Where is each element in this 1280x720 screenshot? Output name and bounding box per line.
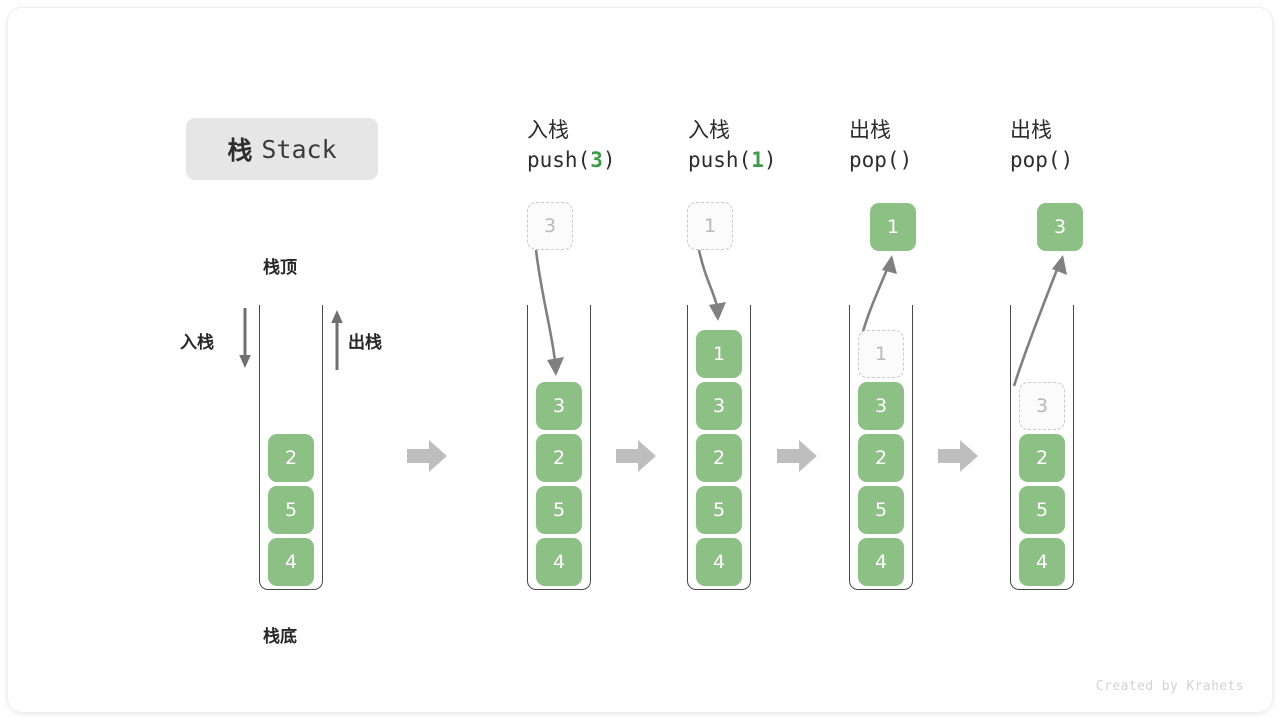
code-argument: 1: [751, 148, 764, 172]
diagram-canvas: 栈 Stack 栈顶 栈底 入栈 出栈 4 5 2 入栈 push(: [8, 8, 1272, 712]
stack-cell: 4: [268, 538, 314, 586]
column-header-pop-3: 出栈 pop(): [1010, 116, 1180, 176]
code-suffix: ): [602, 148, 616, 172]
stack-container-pop-3: 4 5 2 3: [1010, 305, 1074, 590]
code-suffix: ): [899, 148, 913, 172]
push-direction-arrow-icon: [236, 308, 254, 370]
pop-flow-arrow-icon: [854, 253, 914, 338]
stack-cell: 5: [268, 486, 314, 534]
step-arrow-icon: [777, 439, 817, 473]
pop-flow-arrow-icon: [1008, 253, 1078, 388]
code-suffix: ): [1060, 148, 1074, 172]
title-chinese: 栈: [227, 136, 253, 165]
stack-cell: 5: [1019, 486, 1065, 534]
stack-cell: 1: [696, 330, 742, 378]
stack-cells-push-3: 4 5 2 3: [528, 382, 590, 586]
column-header-pop-1: 出栈 pop(): [849, 116, 1019, 176]
diagram-title: 栈 Stack: [186, 118, 378, 180]
stack-cells-initial: 4 5 2: [260, 434, 322, 586]
header-operation-cn: 入栈: [527, 118, 569, 142]
popped-value-cell: 3: [1037, 203, 1083, 251]
floating-ghost-cell: 1: [687, 202, 733, 250]
stack-cell: 4: [1019, 538, 1065, 586]
code-prefix: push(: [688, 148, 752, 172]
step-arrow-icon: [407, 439, 447, 473]
stack-cell: 5: [858, 486, 904, 534]
stack-cell: 4: [858, 538, 904, 586]
code-prefix: pop(: [849, 148, 900, 172]
stack-cell: 2: [536, 434, 582, 482]
stack-cells-pop-1: 4 5 2 3 1: [850, 330, 912, 586]
header-operation-code: push(1): [688, 144, 858, 176]
stack-cell: 2: [858, 434, 904, 482]
stack-container-pop-1: 4 5 2 3 1: [849, 305, 913, 590]
column-header-push-3: 入栈 push(3): [527, 116, 697, 176]
push-direction-label: 入栈: [180, 333, 214, 353]
header-operation-cn: 出栈: [849, 118, 891, 142]
header-operation-cn: 入栈: [688, 118, 730, 142]
header-operation-code: push(3): [527, 144, 697, 176]
push-flow-arrow-icon: [691, 248, 741, 333]
header-operation-cn: 出栈: [1010, 118, 1052, 142]
stack-bottom-label: 栈底: [263, 627, 297, 647]
stack-ghost-cell: 1: [858, 330, 904, 378]
pop-direction-arrow-icon: [328, 308, 346, 370]
header-operation-code: pop(): [1010, 144, 1180, 176]
credit-text: Created by Krahets: [1095, 679, 1244, 694]
stack-cell: 5: [696, 486, 742, 534]
stack-cells-pop-3: 4 5 2 3: [1011, 382, 1073, 586]
code-prefix: pop(: [1010, 148, 1061, 172]
stack-cell: 2: [1019, 434, 1065, 482]
code-argument: 3: [590, 148, 603, 172]
step-arrow-icon: [616, 439, 656, 473]
stack-cell: 3: [858, 382, 904, 430]
stack-container-push-1: 4 5 2 3 1: [687, 305, 751, 590]
stack-ghost-cell: 3: [1019, 382, 1065, 430]
step-arrow-icon: [938, 439, 978, 473]
stack-cells-push-1: 4 5 2 3 1: [688, 330, 750, 586]
stack-cell: 3: [536, 382, 582, 430]
code-suffix: ): [763, 148, 777, 172]
column-header-push-1: 入栈 push(1): [688, 116, 858, 176]
stack-cell: 5: [536, 486, 582, 534]
stack-cell: 4: [536, 538, 582, 586]
stack-container-initial: 4 5 2: [259, 305, 323, 590]
stack-container-push-3: 4 5 2 3: [527, 305, 591, 590]
push-flow-arrow-icon: [527, 248, 577, 383]
title-english: Stack: [261, 134, 337, 164]
header-operation-code: pop(): [849, 144, 1019, 176]
code-prefix: push(: [527, 148, 591, 172]
stack-cell: 2: [268, 434, 314, 482]
floating-ghost-cell: 3: [527, 202, 573, 250]
stack-cell: 4: [696, 538, 742, 586]
popped-value-cell: 1: [870, 203, 916, 251]
stack-cell: 3: [696, 382, 742, 430]
stack-top-label: 栈顶: [263, 258, 297, 278]
stack-cell: 2: [696, 434, 742, 482]
pop-direction-label: 出栈: [348, 333, 382, 353]
